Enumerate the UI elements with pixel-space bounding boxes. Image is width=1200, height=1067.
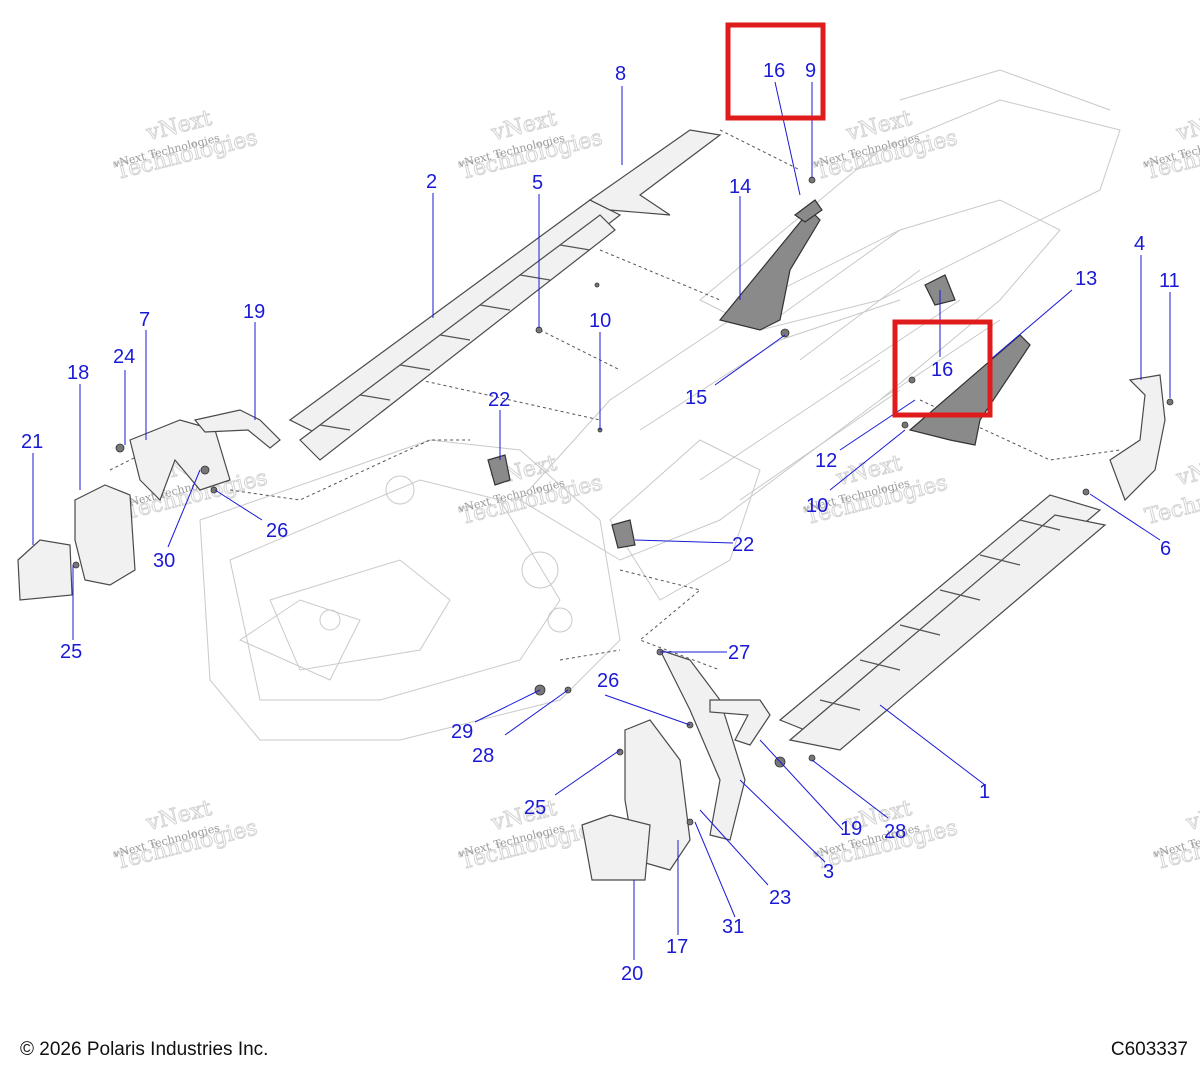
callout-11: 11	[1159, 270, 1180, 292]
callout-4: 4	[1134, 233, 1145, 255]
callout-30: 30	[153, 550, 175, 572]
callout-1: 1	[979, 781, 990, 803]
svg-text:vNext: vNext	[1173, 106, 1200, 146]
callout-26-right: 26	[597, 670, 619, 692]
watermark: vNext Technologies vNext Technologies	[1141, 105, 1200, 185]
callout-16-upper: 16	[763, 60, 785, 82]
watermark: vNext Technologies vNext Technologies	[456, 105, 606, 185]
assembly-guides	[109, 129, 1121, 671]
chassis-frame	[199, 69, 1121, 741]
mount-right	[611, 519, 636, 549]
watermark: vNext Technologies vNext Technologies	[111, 795, 261, 875]
watermark: vNext Technologies vNext Technologies	[811, 105, 961, 185]
callout-24: 24	[113, 346, 135, 368]
cover-left	[17, 539, 73, 601]
bracket-rear	[658, 648, 746, 841]
drawing-id: C603337	[1110, 1039, 1188, 1060]
callout-10-lower: 10	[806, 495, 828, 517]
callout-8: 8	[615, 63, 626, 85]
callout-19-upper: 19	[243, 301, 265, 323]
watermark: vNext Technologies vNext Technologies	[456, 450, 606, 530]
callout-6: 6	[1160, 538, 1171, 560]
running-board-left	[288, 199, 622, 461]
watermark: vNext Technologies vNext Technologies	[1151, 795, 1200, 875]
mount-bracket-upper	[793, 199, 823, 223]
callout-19-lower: 19	[840, 818, 862, 840]
callout-10-upper: 10	[589, 310, 611, 332]
bracket-left	[129, 419, 231, 502]
running-board-right	[778, 494, 1107, 751]
handle-left	[193, 409, 281, 449]
svg-text:vNext: vNext	[1183, 796, 1200, 836]
tunnel-brace	[718, 209, 821, 331]
side-panel-left	[74, 484, 136, 586]
callout-22-upper: 22	[488, 389, 510, 411]
callout-16-lower: 16	[931, 359, 953, 381]
hardware	[72, 176, 1174, 826]
watermark: vNext Technologies vNext Technologies	[111, 105, 261, 185]
callout-17: 17	[666, 936, 688, 958]
callout-15: 15	[685, 387, 707, 409]
callout-9: 9	[805, 60, 816, 82]
callout-14: 14	[729, 176, 751, 198]
callout-5: 5	[532, 172, 543, 194]
cover-right	[581, 814, 651, 881]
callout-26-left: 26	[266, 520, 288, 542]
callout-13: 13	[1075, 268, 1097, 290]
callouts: 1 2 3 4 5 6 7 8 9 10 10 11 12 13 14 15 1…	[21, 60, 1180, 985]
callout-25-left: 25	[60, 641, 82, 663]
callout-23: 23	[769, 887, 791, 909]
callout-22-lower: 22	[732, 534, 754, 556]
callout-31: 31	[722, 916, 744, 938]
copyright-notice: © 2026 Polaris Industries Inc.	[20, 1039, 269, 1060]
highlight-box-lower	[892, 319, 993, 418]
callout-2: 2	[426, 171, 437, 193]
highlight-box-upper	[725, 22, 826, 121]
callout-28-left: 28	[472, 745, 494, 767]
callout-21: 21	[21, 431, 43, 453]
callout-28-right: 28	[884, 821, 906, 843]
svg-text:vNext: vNext	[1173, 451, 1200, 491]
handle-right	[709, 699, 771, 746]
callout-25-right: 25	[524, 797, 546, 819]
callout-12: 12	[815, 450, 837, 472]
callout-3: 3	[823, 861, 834, 883]
callout-7: 7	[139, 309, 150, 331]
bracket-right	[1109, 374, 1166, 502]
callout-29: 29	[451, 721, 473, 743]
callout-18: 18	[67, 362, 89, 384]
callout-27: 27	[728, 642, 750, 664]
tunnel-brace-right	[908, 334, 1031, 446]
bracket-upper-left	[588, 129, 722, 216]
callout-20: 20	[621, 963, 643, 985]
leader-lines	[32, 81, 1171, 960]
mount-left	[487, 454, 511, 486]
